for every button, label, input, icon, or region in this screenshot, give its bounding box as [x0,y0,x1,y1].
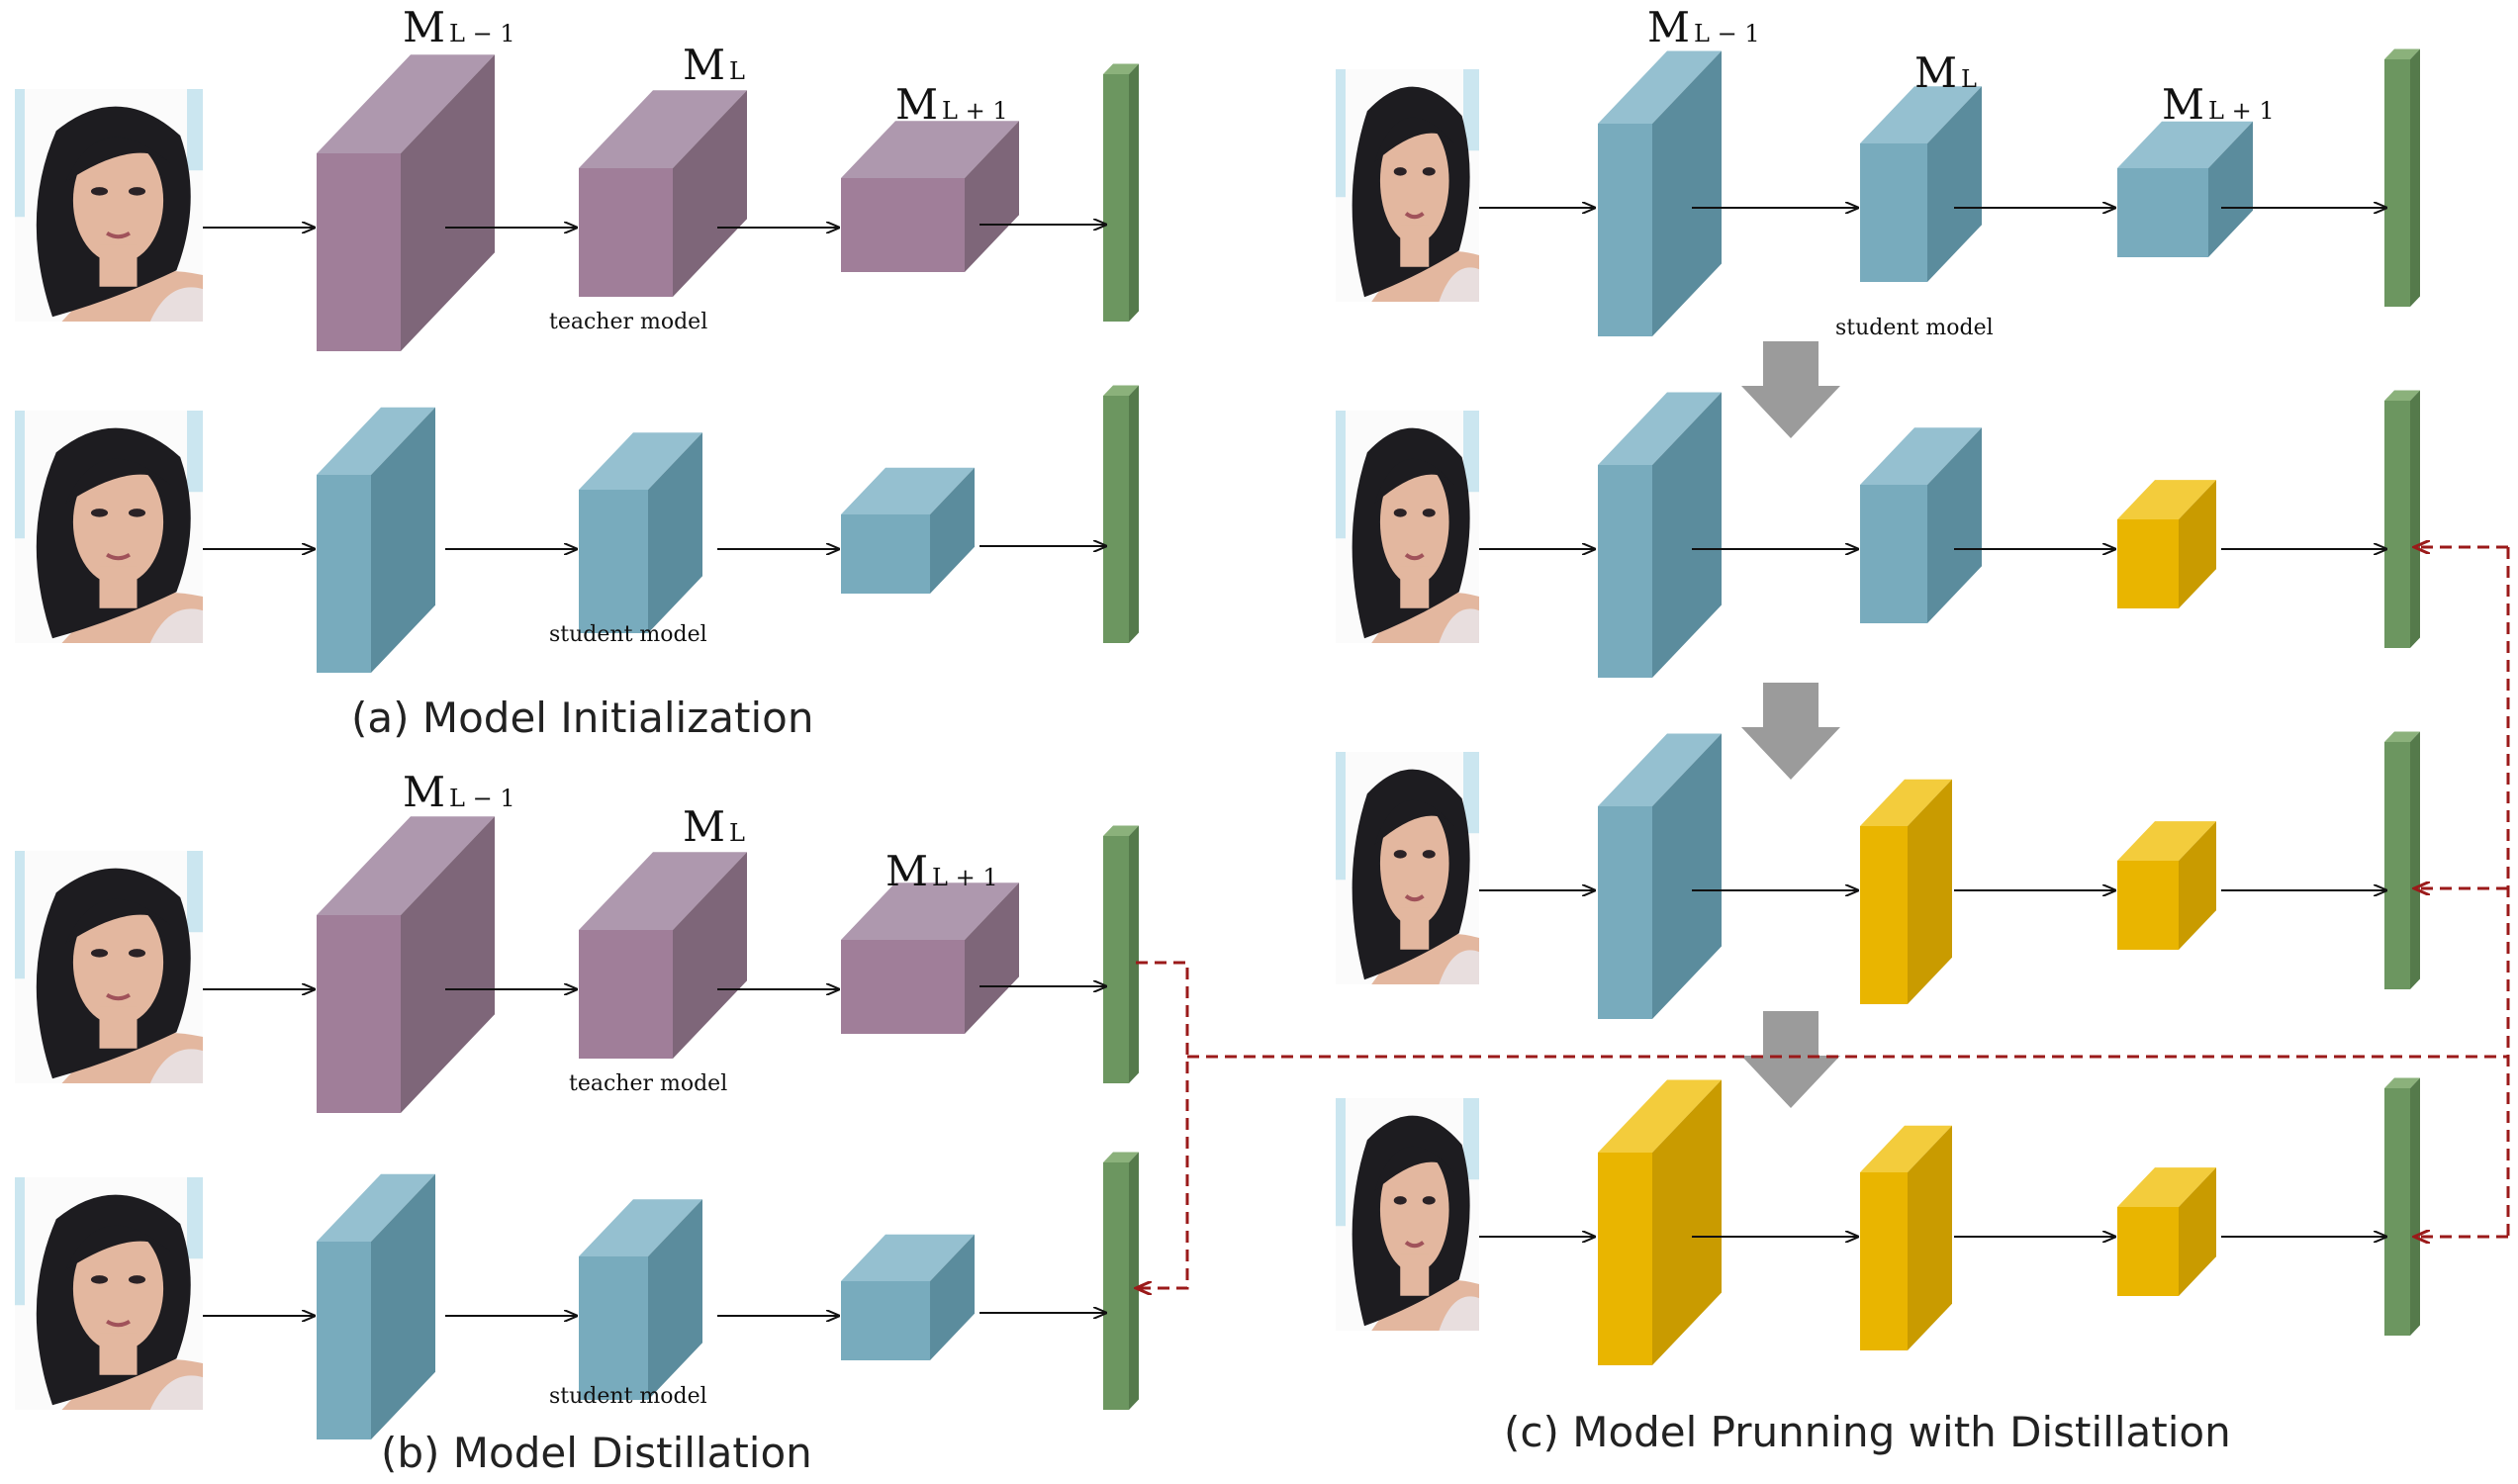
block-pruned-layer-l-plus-1 [2117,821,2216,950]
output-vector [2384,1077,2420,1336]
block-student-layer-l [1860,86,1982,282]
caption-model-initialization: (a) Model Initialization [351,694,813,742]
block-teacher-layer-l-plus-1 [841,882,1019,1034]
block-student-layer-l [1860,427,1982,623]
block-teacher-layer-l-minus-1 [317,816,495,1113]
distill-connector-b [1136,961,1189,1288]
output-vector [2384,390,2420,648]
label-student-model: student model [549,1384,707,1409]
output-vector [1103,63,1139,322]
block-pruned-layer-l-plus-1 [2117,1167,2216,1296]
block-pruned-layer-l [1860,779,1952,1004]
block-student-layer-l-minus-1 [317,407,435,673]
label-teacher-model: teacher model [569,1071,727,1096]
face-photo-icon [1336,752,1479,984]
output-vector [2384,731,2420,989]
layer-blocks [317,48,2420,1439]
face-photo-icon [1336,69,1479,302]
block-student-layer-l-plus-1 [841,467,975,594]
label-student-model: student model [1835,316,1994,340]
down-flow-arrow-icon [1741,1011,1840,1108]
block-student-layer-l-minus-1 [1598,392,1722,678]
down-flow-arrow-icon [1741,341,1840,438]
block-teacher-layer-l [579,852,747,1059]
block-teacher-layer-l-minus-1 [317,54,495,351]
block-pruned-layer-l-plus-1 [2117,480,2216,608]
face-photo-icon [15,851,203,1083]
block-student-layer-l-minus-1 [1598,733,1722,1019]
face-photo-icon [15,411,203,643]
block-pruned-layer-l-minus-1 [1598,1079,1722,1365]
label-student-model: student model [549,622,707,647]
label-teacher-model: teacher model [549,310,707,334]
face-photo-icon [1336,411,1479,643]
caption-model-distillation: (b) Model Distillation [381,1429,812,1477]
face-photo-icon [15,89,203,322]
caption-model-pruning-with-distillation: (c) Model Prunning with Distillation [1504,1408,2231,1456]
output-vector [1103,825,1139,1083]
output-vector [2384,48,2420,307]
flow-arrows [1741,341,1840,1108]
connection-arrows [203,208,2386,1316]
block-pruned-layer-l [1860,1125,1952,1350]
block-teacher-layer-l [579,90,747,297]
face-photo-icon [15,1177,203,1410]
input-photos [15,69,1479,1410]
block-student-layer-l [579,1199,702,1400]
face-photo-icon [1336,1098,1479,1331]
block-student-layer-l-minus-1 [317,1173,435,1439]
output-vector [1103,385,1139,643]
output-vector [1103,1152,1139,1410]
block-student-layer-l-minus-1 [1598,50,1722,336]
distillation-connectors [1136,547,2510,1288]
block-student-layer-l-plus-1 [2117,121,2253,257]
down-flow-arrow-icon [1741,683,1840,780]
block-student-layer-l-plus-1 [841,1234,975,1360]
block-student-layer-l [579,432,702,633]
block-teacher-layer-l-plus-1 [841,121,1019,272]
